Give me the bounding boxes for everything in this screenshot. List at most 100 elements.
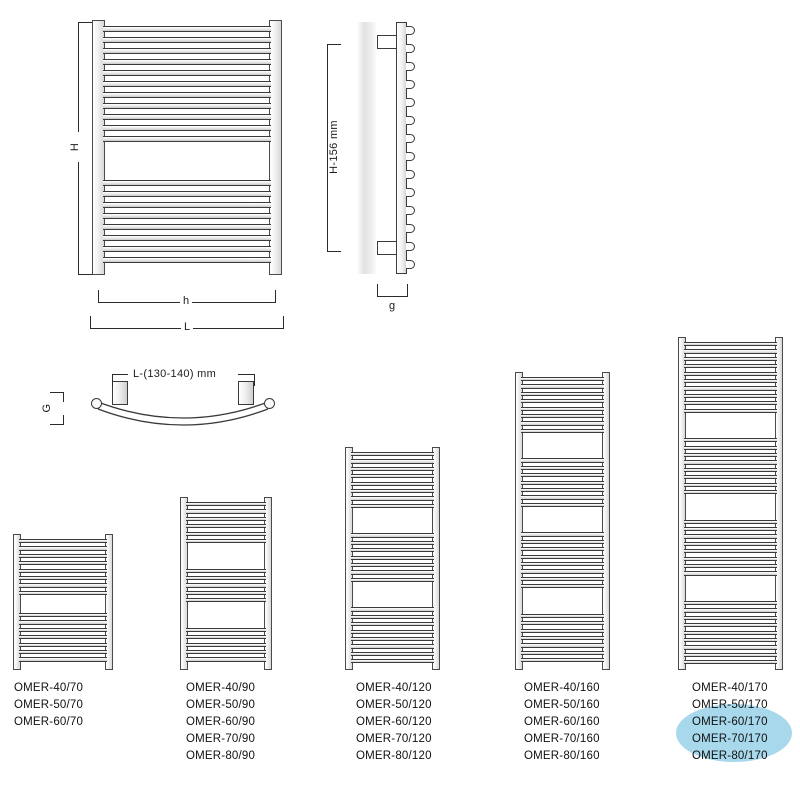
front-left-rail bbox=[92, 20, 105, 275]
model-label: OMER-40/160 bbox=[524, 682, 600, 694]
rung bbox=[684, 638, 777, 643]
rung bbox=[351, 570, 434, 575]
thumbnail-radiator-160 bbox=[515, 372, 610, 670]
rung bbox=[19, 583, 107, 588]
rung bbox=[521, 399, 604, 404]
dim-L-label: L bbox=[181, 321, 194, 333]
rung-end-coil bbox=[406, 188, 415, 197]
rung bbox=[351, 496, 434, 501]
rung bbox=[103, 257, 271, 263]
rung bbox=[351, 481, 434, 486]
rung bbox=[351, 548, 434, 553]
dim-g-line bbox=[377, 296, 408, 297]
side-profile-plate bbox=[396, 22, 407, 274]
rung bbox=[186, 598, 266, 603]
rung-end-coil bbox=[406, 62, 415, 71]
rung bbox=[521, 495, 604, 500]
curved-bar-right-knob bbox=[264, 398, 275, 409]
rung-end-coil bbox=[406, 206, 415, 215]
dim-L-tick-left bbox=[90, 316, 91, 329]
rung bbox=[521, 384, 604, 389]
rung bbox=[19, 539, 107, 544]
rung bbox=[19, 635, 107, 640]
rung bbox=[103, 103, 271, 109]
dim-g-tick-left bbox=[377, 284, 378, 297]
wall-bracket-bottom bbox=[377, 241, 397, 255]
rung bbox=[521, 554, 604, 559]
rung bbox=[684, 445, 777, 450]
rung bbox=[521, 406, 604, 411]
rung bbox=[684, 630, 777, 635]
rung bbox=[103, 92, 271, 98]
rung bbox=[684, 541, 777, 546]
rung bbox=[521, 488, 604, 493]
rung bbox=[521, 569, 604, 574]
wall-bracket-top bbox=[377, 35, 397, 49]
rung bbox=[351, 563, 434, 568]
model-label: OMER-50/170 bbox=[692, 699, 768, 711]
model-label-column-70: OMER-40/70 OMER-50/70 OMER-60/70 bbox=[14, 680, 83, 731]
rung-end-coil bbox=[406, 26, 415, 35]
rung bbox=[103, 70, 271, 76]
rung bbox=[684, 467, 777, 472]
rung bbox=[103, 48, 271, 54]
rung bbox=[521, 562, 604, 567]
dim-H156-tick-top bbox=[327, 44, 341, 45]
thumb70-right-rail bbox=[105, 534, 113, 670]
rung bbox=[19, 657, 107, 662]
rung bbox=[103, 235, 271, 241]
rung bbox=[19, 613, 107, 618]
rung bbox=[351, 533, 434, 538]
rung bbox=[684, 438, 777, 443]
curved-bar-right-cap bbox=[238, 381, 254, 405]
rung bbox=[684, 393, 777, 398]
rung bbox=[103, 246, 271, 252]
model-label: OMER-40/90 bbox=[186, 682, 256, 694]
thumb160-right-rail bbox=[602, 372, 610, 670]
rung bbox=[351, 629, 434, 634]
dim-G-line-top bbox=[63, 392, 64, 402]
rung bbox=[351, 459, 434, 464]
rung bbox=[19, 642, 107, 647]
rung bbox=[684, 401, 777, 406]
rung bbox=[103, 191, 271, 197]
model-label-column-170: OMER-40/170 OMER-50/170 OMER-60/170 OMER… bbox=[692, 680, 768, 765]
thumbnail-radiator-70 bbox=[13, 534, 113, 670]
rung bbox=[684, 475, 777, 480]
dim-h-tick-left bbox=[98, 290, 99, 303]
dim-H156-line bbox=[327, 44, 328, 252]
rung bbox=[351, 474, 434, 479]
rung bbox=[351, 452, 434, 457]
rung bbox=[521, 428, 604, 433]
rung bbox=[186, 502, 266, 507]
dim-g-label: g bbox=[386, 300, 399, 312]
rung-end-coil bbox=[406, 260, 415, 269]
rung bbox=[351, 607, 434, 612]
dim-g-tick-right bbox=[407, 284, 408, 297]
model-label: OMER-50/70 bbox=[14, 699, 84, 711]
rung bbox=[684, 386, 777, 391]
dim-H-label: H bbox=[69, 132, 81, 162]
rung bbox=[103, 59, 271, 65]
dim-barwidth-line-left bbox=[112, 374, 128, 375]
model-label: OMER-50/90 bbox=[186, 699, 256, 711]
rung bbox=[684, 556, 777, 561]
model-label: OMER-80/90 bbox=[186, 750, 256, 762]
rung bbox=[684, 379, 777, 384]
rung bbox=[521, 613, 604, 618]
rung bbox=[103, 224, 271, 230]
rung bbox=[103, 125, 271, 131]
model-label: OMER-50/160 bbox=[524, 699, 600, 711]
rung bbox=[521, 658, 604, 663]
model-label: OMER-70/160 bbox=[524, 733, 600, 745]
curved-bar-detail bbox=[88, 381, 278, 434]
rung bbox=[684, 527, 777, 532]
rung bbox=[684, 615, 777, 620]
dim-barwidth-label: L-(130-140) mm bbox=[130, 368, 220, 380]
rung bbox=[19, 576, 107, 581]
thumb90-rung-group bbox=[186, 497, 266, 670]
rung bbox=[521, 458, 604, 463]
rung bbox=[521, 547, 604, 552]
thumb120-rung-group bbox=[351, 447, 434, 670]
